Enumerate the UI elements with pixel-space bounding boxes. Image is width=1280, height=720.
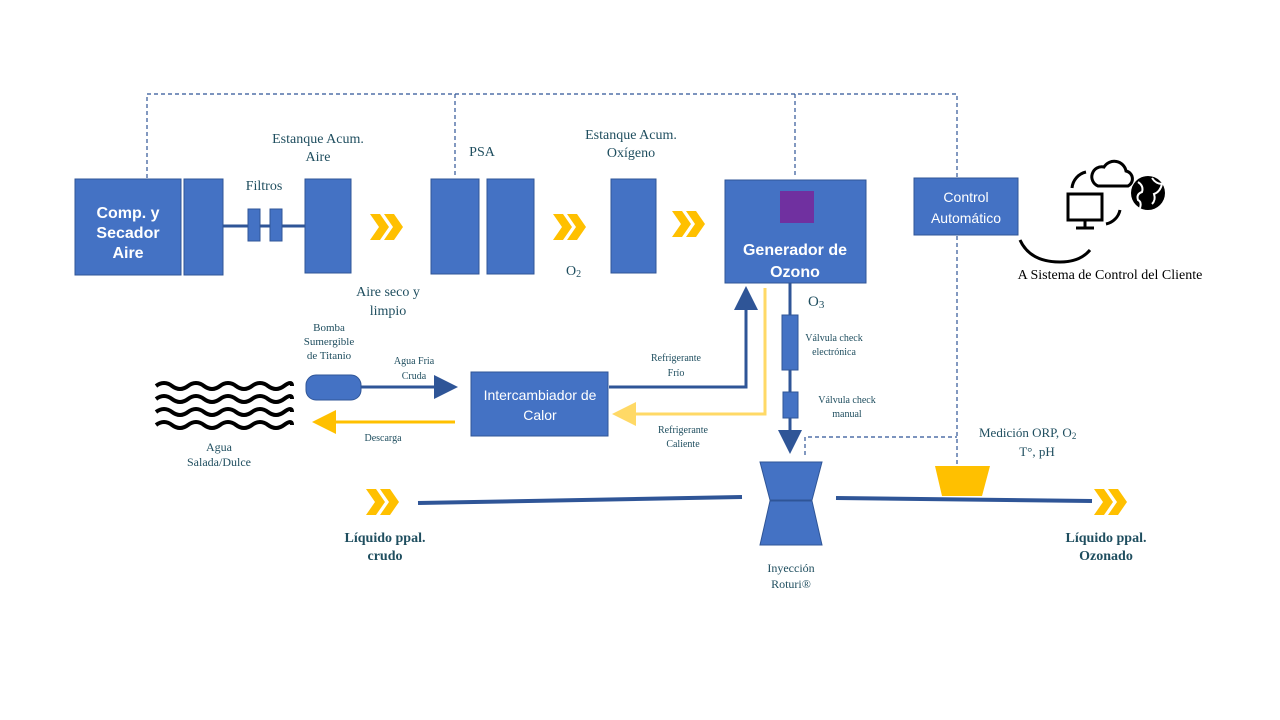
raw-liquid-line	[417, 495, 743, 505]
computer-monitor-icon	[1066, 192, 1104, 230]
roturi-injector-bottom	[759, 500, 823, 546]
discharge-label: Descarga	[364, 433, 402, 444]
titanium-pump	[305, 374, 362, 401]
generator-indicator	[780, 191, 814, 223]
client-link-arc	[1018, 239, 1092, 264]
oxygen-tank	[610, 178, 657, 274]
roturi-injector-top	[759, 461, 823, 501]
electronic-check-valve	[781, 314, 799, 371]
measurement-sensor	[935, 466, 990, 496]
measurement-label-2: T°, pH	[1019, 444, 1055, 459]
filter-2	[269, 208, 283, 242]
o2-label: O2	[566, 264, 581, 280]
water-waves-icon	[154, 381, 294, 430]
filter-1	[247, 208, 261, 242]
raw-liquid-label: Líquido ppal.crudo	[345, 531, 426, 564]
hot-coolant-line	[612, 288, 767, 426]
ozonated-liquid-label: Líquido ppal.Ozonado	[1066, 531, 1147, 564]
globe-icon	[1131, 176, 1165, 210]
filters-label: Filtros	[246, 179, 283, 194]
o3-label: O3	[808, 294, 825, 311]
psa-label: PSA	[469, 145, 496, 160]
manual-check-valve	[782, 391, 799, 419]
compressor-dryer-side	[183, 178, 224, 276]
cold-coolant-line	[609, 286, 758, 389]
automatic-control-box	[913, 177, 1019, 236]
psa-unit-1	[430, 178, 480, 275]
chevron-arrow-icon	[1094, 489, 1127, 515]
compressor-dryer-box	[74, 178, 182, 276]
chevron-arrow-icon	[366, 489, 399, 515]
control-network-lines	[146, 93, 958, 466]
chevron-arrow-icon	[370, 214, 403, 240]
cloud-sync-icon	[1070, 159, 1134, 226]
heat-exchanger-box	[470, 371, 609, 437]
oxygen-tank-label: Estanque Acum.Oxígeno	[585, 128, 677, 161]
ozonated-liquid-line	[835, 496, 1093, 503]
client-system-label: A Sistema de Control del Cliente	[1018, 268, 1203, 283]
air-tank-label: Estanque Acum.Aire	[272, 132, 364, 165]
air-tank	[304, 178, 352, 274]
measurement-label-1: Medición ORP, O2	[979, 425, 1076, 441]
chevron-arrow-icon	[672, 211, 705, 237]
chevron-arrow-icon	[553, 214, 586, 240]
psa-unit-2	[486, 178, 535, 275]
